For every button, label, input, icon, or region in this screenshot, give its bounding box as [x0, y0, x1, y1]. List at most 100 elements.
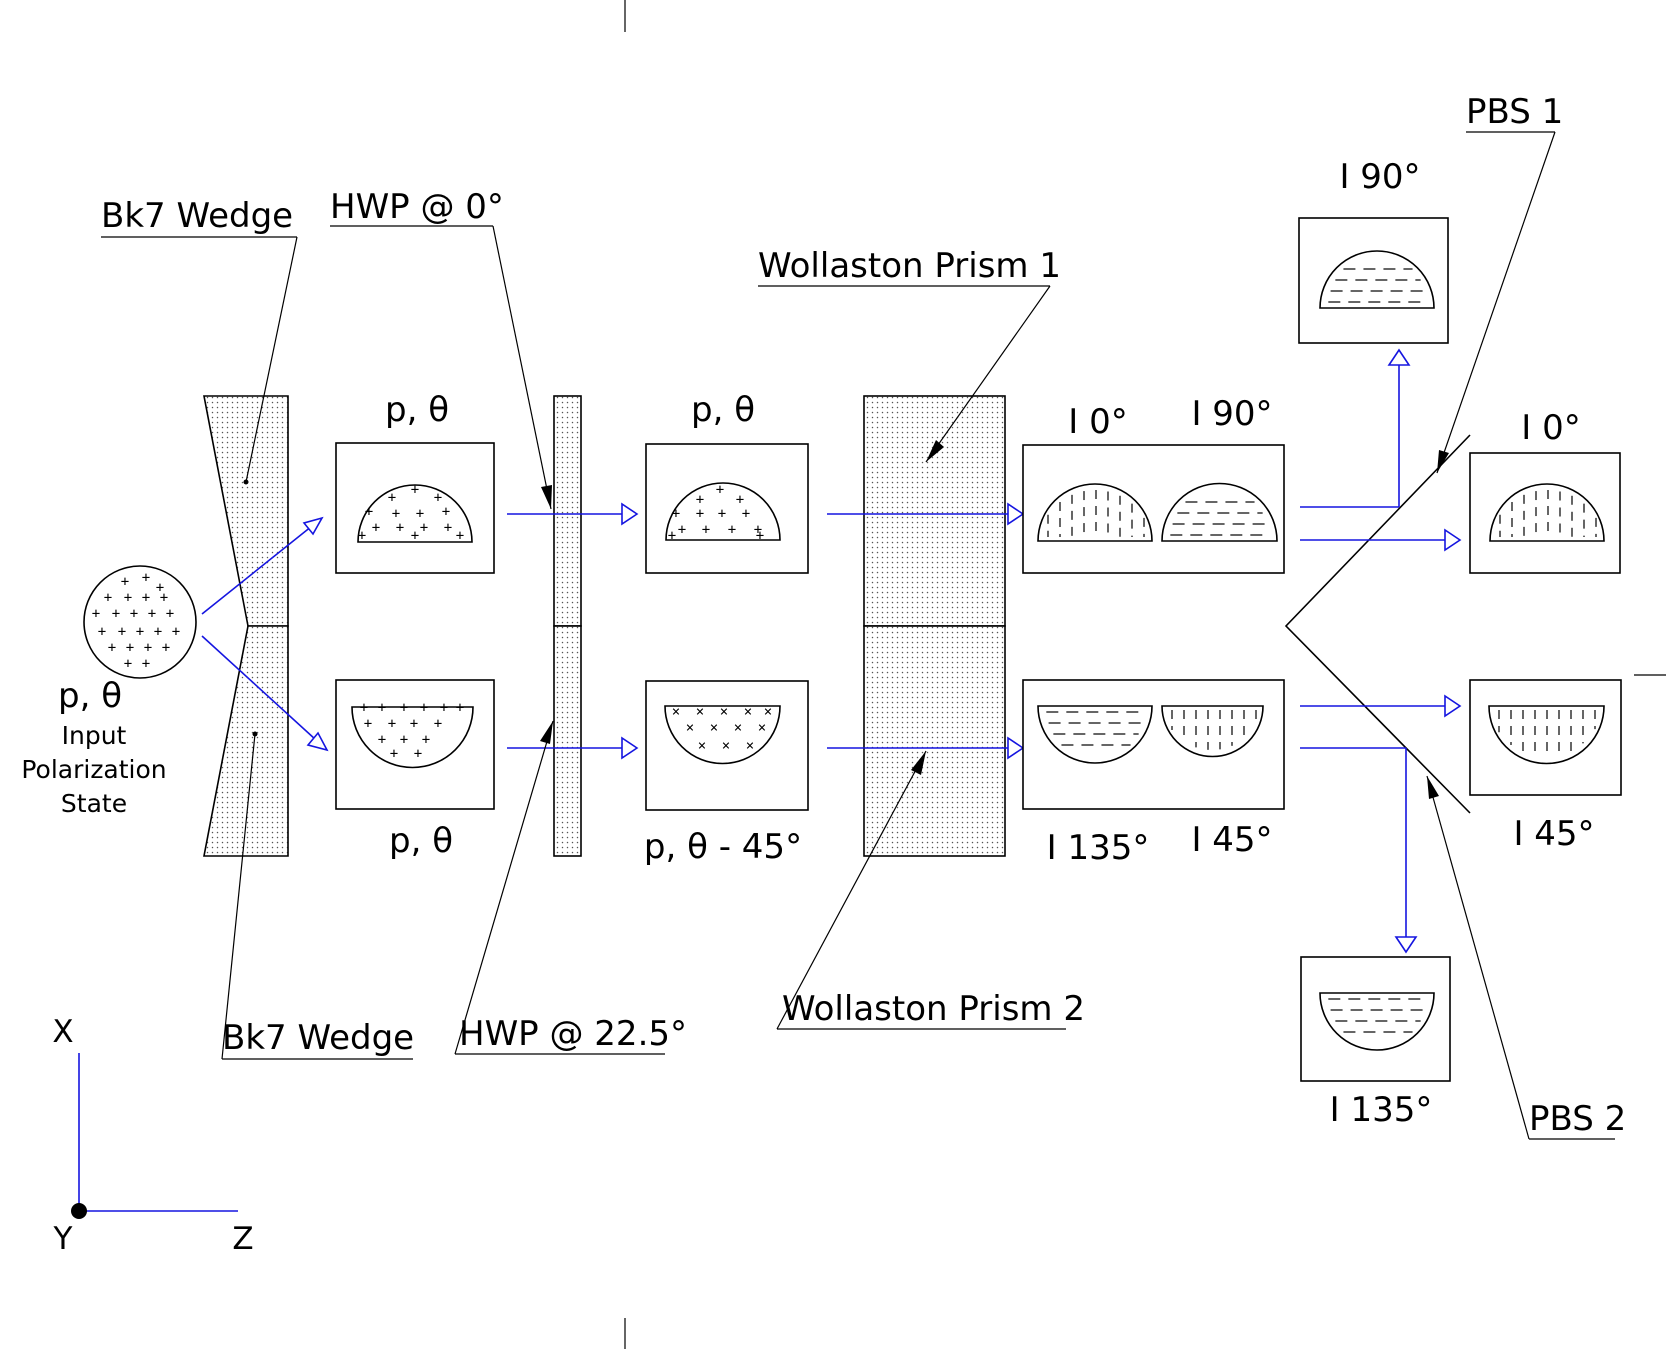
plus-mark: +: [118, 624, 126, 640]
plus-mark: +: [420, 700, 428, 716]
input-caption-1: Input: [62, 721, 127, 750]
plus-mark: +: [728, 522, 736, 538]
plus-mark: +: [410, 716, 418, 732]
pbs1-right-label: I 0°: [1521, 408, 1580, 448]
plus-mark: +: [388, 716, 396, 732]
cross-mark: ×: [744, 704, 752, 720]
cross-mark: ×: [710, 720, 718, 736]
plus-mark: +: [414, 746, 422, 762]
plus-mark: +: [444, 520, 452, 536]
plus-mark: +: [365, 504, 373, 520]
plus-mark: +: [411, 528, 419, 544]
w-out-bottom-left-label: I 135°: [1047, 828, 1150, 868]
bk7-wedge-bottom-label: Bk7 Wedge: [222, 1018, 414, 1058]
cross-mark: ×: [698, 738, 706, 754]
plus-mark: +: [98, 624, 106, 640]
plus-mark: +: [142, 570, 150, 586]
plus-mark: +: [442, 504, 450, 520]
plus-mark: +: [696, 492, 704, 508]
polarizing-beam-splitters: [1284, 434, 1471, 814]
plus-mark: +: [162, 640, 170, 656]
plus-mark: +: [678, 522, 686, 538]
plus-mark: +: [144, 640, 152, 656]
plus-mark: +: [718, 506, 726, 522]
half-wave-plates: [553, 395, 582, 857]
plus-mark: +: [416, 506, 424, 522]
plus-marks-input: +++++++++++++++++++++++: [92, 570, 180, 672]
cross-mark: ×: [686, 720, 694, 736]
wollaston-1-label: Wollaston Prism 1: [758, 246, 1061, 286]
pbs1-up-label: I 90°: [1339, 157, 1420, 197]
plus-mark: +: [104, 590, 112, 606]
plus-mark: +: [422, 732, 430, 748]
input-polarization-state: +++++++++++++++++++++++: [83, 565, 197, 679]
plus-marks-hwp-top: +++++++++++++: [668, 482, 764, 544]
input-caption-2: Polarization: [21, 755, 166, 784]
bk7-wedge-pair: [203, 395, 289, 857]
plus-mark: +: [360, 700, 368, 716]
plus-mark: +: [754, 522, 762, 538]
axis-z-label: Z: [232, 1221, 253, 1257]
plus-mark: +: [392, 506, 400, 522]
plus-mark: +: [702, 522, 710, 538]
cross-mark: ×: [764, 704, 772, 720]
plus-mark: +: [668, 528, 676, 544]
pbs1-label: PBS 1: [1466, 92, 1563, 132]
plus-marks-wedge-bottom: +++++++++++++++: [360, 700, 464, 762]
plus-mark: +: [716, 482, 724, 498]
plus-mark: +: [92, 606, 100, 622]
bk7-wedge-top-label: Bk7 Wedge: [101, 196, 293, 236]
after-hwp-top-label: p, θ: [691, 390, 755, 430]
cross-marks-hwp-bottom: ××××××××××××: [672, 704, 772, 754]
plus-mark: +: [742, 506, 750, 522]
plus-mark: +: [456, 700, 464, 716]
cross-mark: ×: [722, 738, 730, 754]
pbs2-label: PBS 2: [1529, 1099, 1626, 1139]
plus-mark: +: [108, 640, 116, 656]
hwp-22-label: HWP @ 22.5°: [459, 1014, 687, 1054]
plus-mark: +: [142, 590, 150, 606]
input-caption-3: State: [61, 789, 127, 818]
coordinate-axes: [71, 1053, 238, 1219]
plus-mark: +: [400, 732, 408, 748]
plus-mark: +: [166, 606, 174, 622]
polarization-hatching-wollaston: [1046, 490, 1265, 750]
plus-mark: +: [142, 656, 150, 672]
plus-mark: +: [148, 606, 156, 622]
input-state-label: p, θ: [58, 676, 122, 716]
plus-mark: +: [696, 506, 704, 522]
hwp-0-label: HWP @ 0°: [330, 187, 504, 227]
plus-mark: +: [364, 716, 372, 732]
plus-mark: +: [172, 624, 180, 640]
plus-mark: +: [411, 482, 419, 498]
plus-mark: +: [736, 492, 744, 508]
plus-mark: +: [390, 746, 398, 762]
plus-mark: +: [400, 700, 408, 716]
cross-mark: ×: [758, 720, 766, 736]
pbs2-down-label: I 135°: [1330, 1090, 1433, 1130]
w-out-top-right-label: I 90°: [1191, 394, 1272, 434]
cross-mark: ×: [672, 704, 680, 720]
plus-mark: +: [396, 520, 404, 536]
plus-mark: +: [358, 528, 366, 544]
wollaston-prisms: [863, 395, 1006, 857]
plus-mark: +: [124, 590, 132, 606]
plus-mark: +: [456, 528, 464, 544]
plus-mark: +: [154, 624, 162, 640]
plus-mark: +: [124, 656, 132, 672]
axis-x-label: X: [52, 1014, 73, 1050]
plus-mark: +: [378, 732, 386, 748]
plus-mark: +: [440, 700, 448, 716]
polarization-hatching-pbs: [1328, 268, 1597, 1033]
after-wedge-top-label: p, θ: [385, 390, 449, 430]
after-hwp-bottom-label: p, θ - 45°: [644, 827, 802, 867]
plus-mark: +: [372, 520, 380, 536]
plus-mark: +: [160, 590, 168, 606]
plus-mark: +: [672, 506, 680, 522]
plus-mark: +: [434, 490, 442, 506]
plus-mark: +: [126, 640, 134, 656]
w-out-bottom-right-label: I 45°: [1191, 820, 1272, 860]
plus-mark: +: [156, 580, 164, 596]
cross-mark: ×: [734, 720, 742, 736]
